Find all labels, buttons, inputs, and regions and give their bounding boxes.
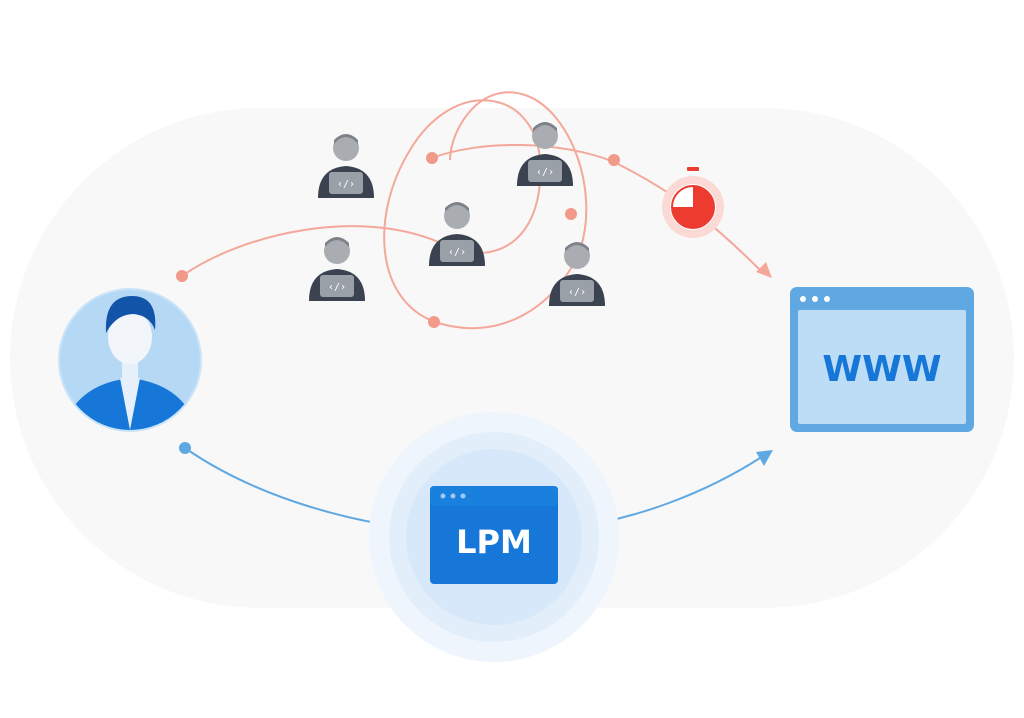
route-dot: [428, 316, 440, 328]
developer-laptop-icon: ‹/›: [309, 237, 365, 301]
background-pill: [10, 108, 1014, 608]
developer-laptop-icon: ‹/›: [318, 134, 374, 198]
lpm-route-arrowhead: [756, 450, 773, 466]
direct-route-arrowhead: [756, 262, 772, 278]
route-dot: [608, 154, 620, 166]
route-dot: [179, 442, 191, 454]
svg-text:‹/›: ‹/›: [328, 282, 346, 293]
svg-text:‹/›: ‹/›: [536, 167, 554, 178]
lpm-label: LPM: [456, 523, 532, 561]
browser-window-icon: [790, 287, 974, 432]
svg-text:‹/›: ‹/›: [568, 287, 586, 298]
browser-label: WWW: [822, 349, 941, 390]
developer-laptop-icon: ‹/›: [549, 242, 605, 306]
stopwatch-icon: [662, 167, 724, 238]
lpm-window-icon: [430, 486, 558, 584]
route-dot: [426, 152, 438, 164]
svg-text:‹/›: ‹/›: [448, 247, 466, 258]
svg-text:‹/›: ‹/›: [337, 179, 355, 190]
developer-laptop-icon: ‹/›: [517, 122, 573, 186]
route-dot: [176, 270, 188, 282]
route-dot: [565, 208, 577, 220]
developer-laptop-icon: ‹/›: [429, 202, 485, 266]
